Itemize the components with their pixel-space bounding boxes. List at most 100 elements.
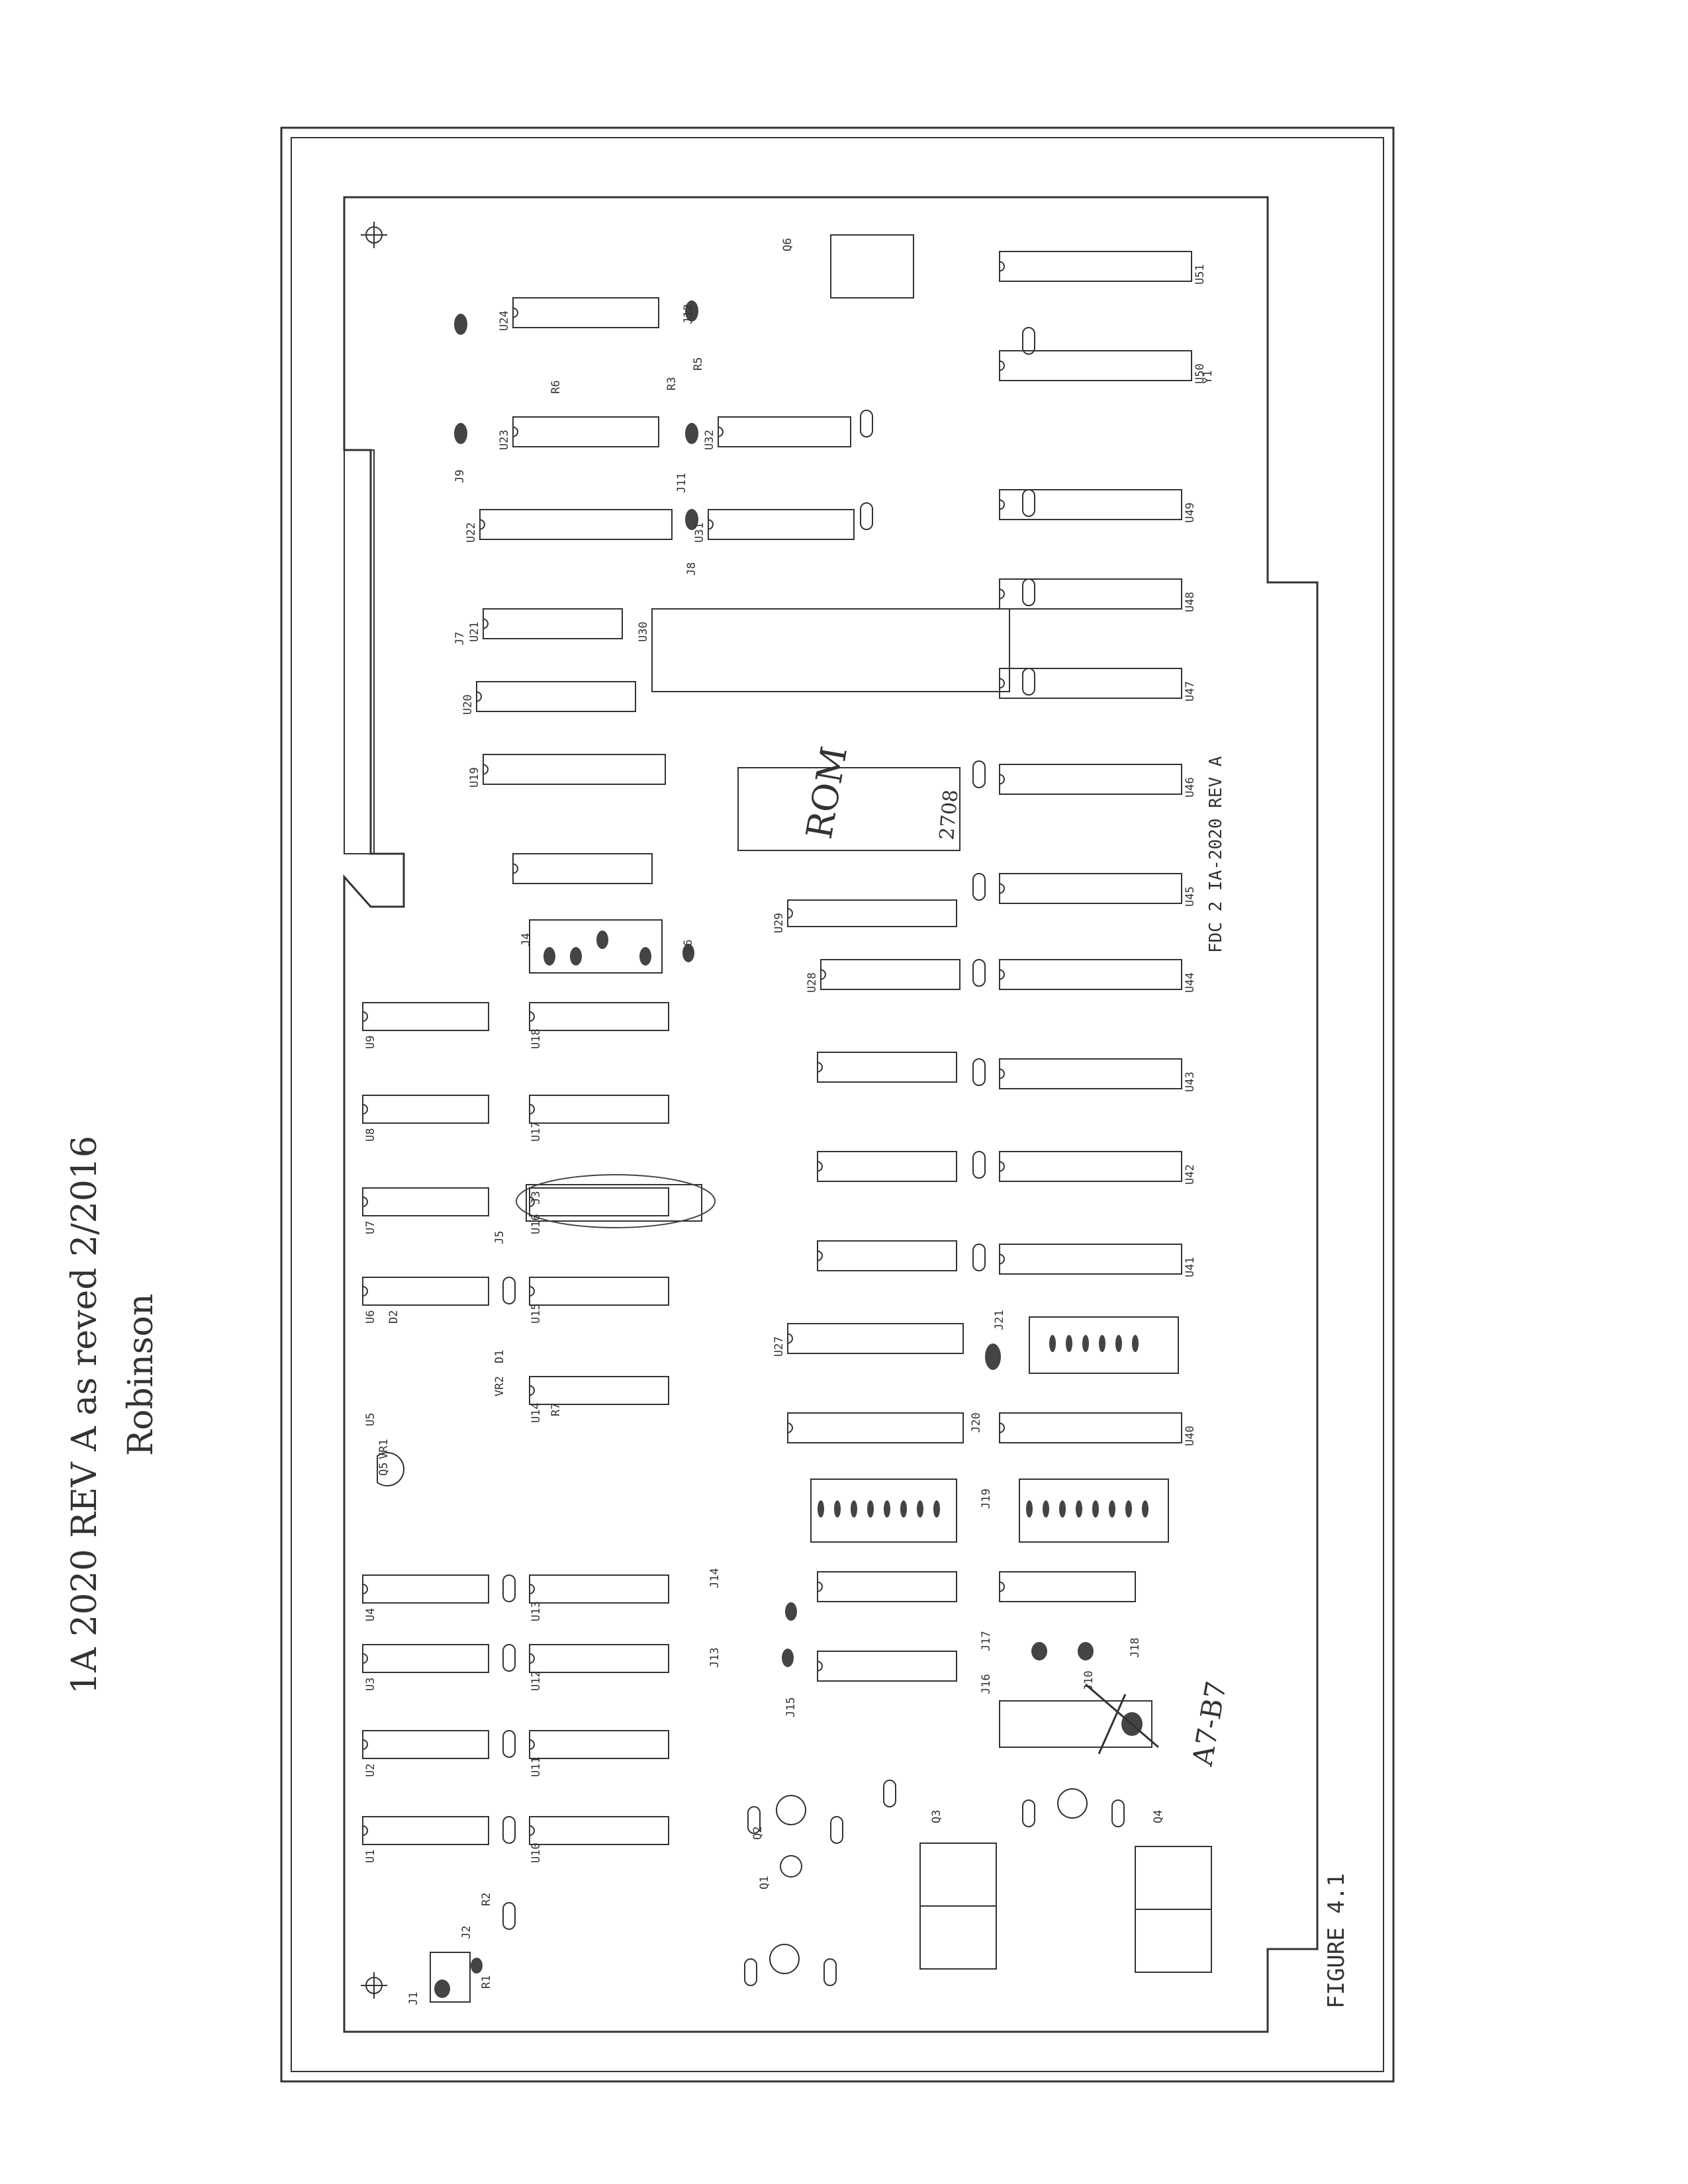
- cap-c31: [502, 1902, 516, 1930]
- ic-u8: [362, 1095, 489, 1124]
- ic-u29-notch: [787, 908, 793, 919]
- ic-u17-notch: [529, 1104, 535, 1115]
- ic-mid-lower-2: [817, 1151, 957, 1182]
- figure-caption: FIGURE 4.1: [1323, 1873, 1350, 2009]
- handwritten-note-line2: Robinson: [121, 1294, 161, 1456]
- cap-c38: [823, 1958, 837, 1986]
- ic-u19-notch: [483, 764, 489, 775]
- ic-u28: [820, 959, 961, 990]
- ic-mid-lower-1-notch: [817, 1062, 823, 1073]
- ic-footprints: [362, 251, 1192, 1845]
- edge-connector: [344, 449, 375, 854]
- label-u11: U11: [530, 1756, 543, 1777]
- cap-c30: [502, 1816, 516, 1844]
- label-j16: J16: [980, 1674, 993, 1694]
- ic-u14-notch: [529, 1385, 535, 1396]
- label-u21: U21: [468, 621, 481, 642]
- jumper-pin-mark: [1082, 1335, 1089, 1352]
- cap-c28: [502, 1644, 516, 1672]
- label-u27: U27: [773, 1336, 786, 1357]
- ic-u6-notch: [362, 1286, 368, 1297]
- jumper-block-j21: [1029, 1316, 1179, 1374]
- label-u20: U20: [461, 694, 475, 715]
- ic-u18: [529, 1002, 669, 1031]
- ic-u15: [529, 1277, 669, 1306]
- label-r3: R3: [665, 377, 679, 390]
- label-j13: J13: [708, 1647, 722, 1668]
- mounting-hole-bottom: [361, 1972, 387, 1999]
- label-j12: J12: [682, 304, 695, 324]
- cap-c22: [972, 959, 986, 987]
- ic-mid-lower-2-notch: [817, 1161, 823, 1172]
- ic-u2-notch: [362, 1739, 368, 1750]
- cap-c29: [502, 1730, 516, 1758]
- label-j4: J4: [520, 933, 533, 946]
- ic-u43: [999, 1058, 1182, 1089]
- ic-u41-notch: [999, 1253, 1005, 1265]
- label-r5: R5: [692, 357, 705, 371]
- label-r6: R6: [549, 381, 563, 394]
- label-u12: U12: [530, 1670, 543, 1691]
- jumper-block-j16: [999, 1700, 1152, 1748]
- label-u28: U28: [806, 972, 819, 993]
- cap-c26: [502, 1277, 516, 1304]
- label-u24: U24: [498, 310, 511, 331]
- label-d2: D2: [387, 1310, 400, 1324]
- rom-annotation: ROM: [798, 743, 855, 842]
- cap-c13: [1022, 578, 1035, 606]
- label-j21: J21: [993, 1310, 1006, 1330]
- jumper-pin-mark: [933, 1500, 940, 1518]
- ic-u13: [529, 1574, 669, 1604]
- label-q6: Q6: [781, 238, 794, 251]
- label-j8: J8: [685, 563, 698, 576]
- cap-c33: [830, 1816, 843, 1844]
- ic-u48-notch: [999, 588, 1005, 600]
- jumper-note: A7-B7: [1186, 1678, 1233, 1768]
- ic-u7-notch: [362, 1197, 368, 1207]
- handwritten-note-line1: 1A 2020 REV A as reved 2/2016: [65, 1136, 105, 1694]
- cap-c21: [972, 873, 986, 901]
- cap-c13-round: [776, 1795, 806, 1825]
- label-u7: U7: [364, 1221, 377, 1234]
- cap-c24: [972, 1151, 986, 1179]
- label-j19: J19: [980, 1488, 993, 1509]
- ic-mid-lower-5-notch: [817, 1581, 823, 1592]
- cap-c34: [1022, 1799, 1035, 1827]
- ic-u49: [999, 489, 1182, 520]
- ic-u13-notch: [529, 1584, 535, 1594]
- label-u31: U31: [693, 522, 706, 543]
- jumper-pin-mark: [1026, 1500, 1033, 1518]
- label-u32: U32: [703, 430, 716, 450]
- ic-u51-notch: [999, 261, 1005, 272]
- ic-u32: [718, 416, 851, 447]
- jumper-pin-mark: [867, 1500, 874, 1518]
- label-u15: U15: [530, 1303, 543, 1324]
- jumper-pin-mark: [1132, 1335, 1139, 1352]
- ic-u29: [787, 899, 957, 927]
- ic-u21: [483, 608, 623, 639]
- label-j14: J14: [708, 1568, 722, 1588]
- label-u47: U47: [1184, 681, 1197, 702]
- jumper-pin-mark: [851, 1500, 857, 1518]
- ic-u22: [479, 509, 673, 540]
- ic-u46-notch: [999, 774, 1005, 785]
- label-u42: U42: [1184, 1164, 1197, 1185]
- jumper-pin-mark: [834, 1500, 841, 1518]
- label-q3: Q3: [930, 1810, 943, 1823]
- label-u4: U4: [364, 1608, 377, 1621]
- cap-c36: [883, 1780, 896, 1807]
- ic-u40-notch: [999, 1422, 1005, 1433]
- label-r7: R7: [549, 1403, 563, 1416]
- ic-mid-lower-4: [787, 1412, 964, 1443]
- label-j6: J6: [682, 940, 695, 953]
- ic-u14: [529, 1376, 669, 1405]
- jumper-pin-mark: [1059, 1500, 1066, 1518]
- ic-mid-lower-3: [817, 1240, 957, 1271]
- ic-u43-socket-notch: [999, 1581, 1005, 1592]
- jumper-block-j19: [1019, 1479, 1169, 1543]
- label-j9: J9: [453, 470, 467, 483]
- jumper-solder-marks: [434, 300, 1143, 1998]
- ic-u50-notch: [999, 360, 1005, 371]
- ic-mid-lower-4-notch: [787, 1422, 793, 1433]
- mounting-hole-top: [361, 222, 387, 248]
